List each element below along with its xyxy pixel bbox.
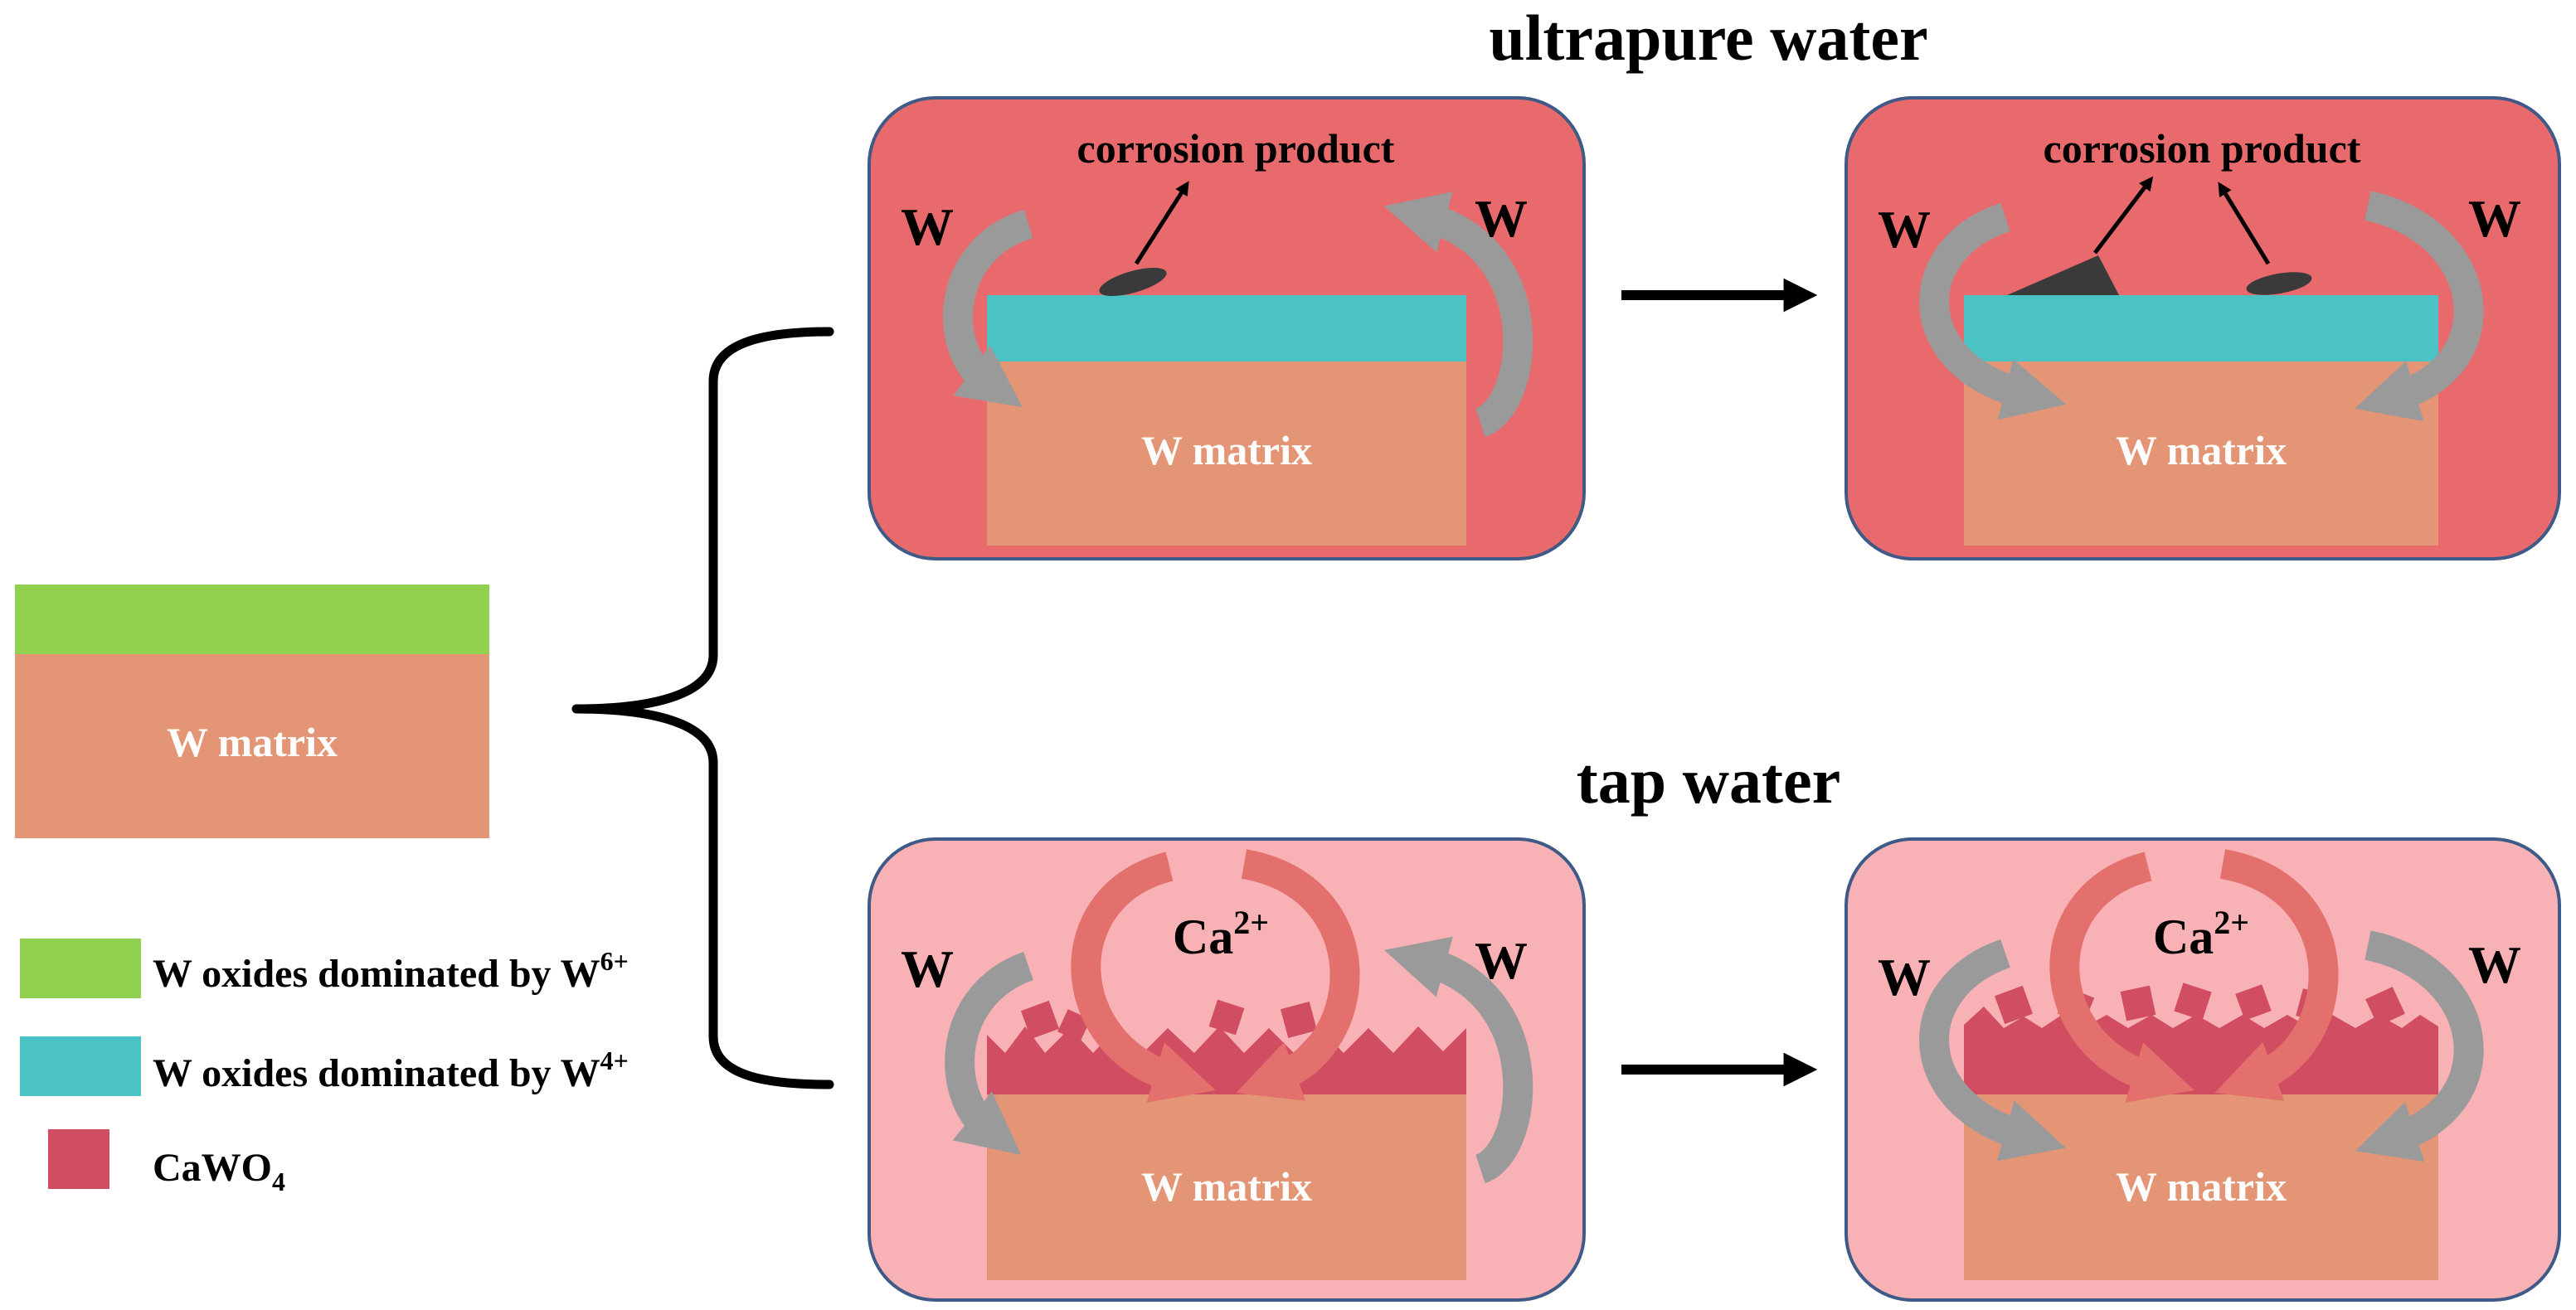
branch-bracket-icon xyxy=(571,327,834,1089)
legend-cawo4-base: CaWO xyxy=(153,1146,272,1190)
legend-item-w6-oxide: W oxides dominated by W6+ xyxy=(20,939,629,998)
tap-panel-1-ca-label: Ca2+ xyxy=(1173,904,1269,964)
tap-panel-2-cawo4-crystal-7 xyxy=(2365,987,2405,1026)
legend-w4-oxide-label: W oxides dominated by W4+ xyxy=(153,1046,629,1095)
tap-panel-1-right-w-arrow-icon xyxy=(1384,936,1533,1184)
tap-water-title: tap water xyxy=(1577,745,1840,817)
tap-panel-2-ca-right-arrow-icon xyxy=(2214,849,2339,1101)
tap-panel-2-right-w-arrow-icon xyxy=(2355,930,2484,1162)
tap-panel-1-ca-base: Ca xyxy=(1173,910,1233,964)
tap-panel-2-left-w-arrow-icon xyxy=(1919,939,2066,1162)
tap-panel-2-cawo4-crystal-3 xyxy=(2120,985,2156,1021)
legend-w6-oxide-charge: 6+ xyxy=(600,946,629,976)
ultrapure-panel-2-w-matrix-label: W matrix xyxy=(2116,427,2287,473)
legend-w6-oxide-swatch xyxy=(20,939,141,998)
ultrapure-panel-1-right-w-label: W xyxy=(1475,189,1528,248)
tap-panel-2-cawo4-crystal-5 xyxy=(2235,984,2272,1021)
tap-panel-1-ca-left-arrow-icon xyxy=(1071,852,1216,1103)
tap-panel-2-right-w-label: W xyxy=(2468,935,2521,994)
tap-panel-2-cawo4-crystal-4 xyxy=(2174,982,2212,1021)
tap-panel-1-w-matrix-label: W matrix xyxy=(1141,1163,1312,1210)
tap-panel-2-left-w-label: W xyxy=(1878,948,1931,1007)
ultrapure-panel-2-product-arrow-left-icon xyxy=(2093,176,2154,255)
ultrapure-panel-2-product-arrow-right-icon xyxy=(2218,182,2271,265)
ultrapure-panel-2-right-w-label: W xyxy=(2468,189,2521,248)
tap-panel-1-cawo4-crystal-1 xyxy=(1020,1000,1060,1040)
tap-panel-1-ca-right-arrow-icon xyxy=(1236,849,1360,1101)
ultrapure-panel-2-right-w-arrow-icon xyxy=(2355,191,2484,421)
ultrapure-panel-2-corrosion-product-large xyxy=(2007,255,2119,295)
ultrapure-panel-1-left-w-arrow-icon xyxy=(943,209,1033,408)
legend-cawo4-subscript: 4 xyxy=(272,1167,285,1196)
legend-cawo4-swatch xyxy=(48,1129,109,1189)
ultrapure-panel-1-w4-oxide-layer xyxy=(987,295,1466,361)
legend-w4-oxide-base: W oxides dominated by W xyxy=(153,1051,600,1095)
ultrapure-panel-2-w4-oxide-layer xyxy=(1964,295,2438,361)
ultrapure-panel-2-corrosion-product-small xyxy=(2246,272,2312,295)
tap-panel-1-cawo4-crystal-4 xyxy=(1280,1001,1318,1039)
legend-cawo4-label: CaWO4 xyxy=(153,1146,285,1196)
tap-panel-1-left-w-arrow-icon xyxy=(945,952,1034,1156)
ultrapure-panel-2: W matrix corrosion product W W xyxy=(1845,96,2561,560)
initial-sample: W matrix xyxy=(15,585,489,838)
ultrapure-panel-1-corrosion-product-label: corrosion product xyxy=(1077,125,1395,172)
legend: W oxides dominated by W6+ W oxides domin… xyxy=(20,939,629,1196)
ultrapure-panel-1: W matrix corrosion product W W xyxy=(868,96,1586,560)
tap-panel-1-right-w-label: W xyxy=(1475,931,1528,990)
ultrapure-panel-2-corrosion-product-label: corrosion product xyxy=(2044,125,2361,172)
tap-panel-2: W matrix W W Ca2+ xyxy=(1845,837,2561,1302)
ultrapure-panel-2-left-w-label: W xyxy=(1878,200,1931,259)
legend-w6-oxide-label: W oxides dominated by W6+ xyxy=(153,946,629,996)
ultrapure-panel-1-left-w-label: W xyxy=(901,197,954,256)
legend-w4-oxide-swatch xyxy=(20,1036,141,1096)
legend-w4-oxide-charge: 4+ xyxy=(600,1046,629,1075)
tap-panel-1-w-matrix xyxy=(987,1094,1466,1280)
tap-panel-2-cawo4-crystal-1 xyxy=(1994,985,2034,1025)
legend-item-w4-oxide: W oxides dominated by W4+ xyxy=(20,1036,629,1096)
tap-panel-2-ca-label: Ca2+ xyxy=(2153,904,2249,964)
ultrapure-panel-1-corrosion-product xyxy=(1099,267,1167,297)
tap-panel-2-ca-charge: 2+ xyxy=(2214,904,2249,941)
initial-w-matrix-label: W matrix xyxy=(167,719,338,765)
tap-panel-2-ca-left-arrow-icon xyxy=(2049,852,2194,1103)
initial-w-matrix xyxy=(15,654,489,838)
legend-w6-oxide-base: W oxides dominated by W xyxy=(153,952,600,996)
tap-panel-1-left-w-label: W xyxy=(901,939,954,998)
ultrapure-panel-1-right-w-arrow-icon xyxy=(1383,192,1533,438)
ultrapure-panel-1-w-matrix-label: W matrix xyxy=(1141,427,1312,473)
tap-panel-1-ca-charge: 2+ xyxy=(1233,904,1269,941)
tap-panel-1-cawo4-crystal-3 xyxy=(1208,999,1245,1036)
ultrapure-panel-1-product-arrow-icon xyxy=(1134,181,1189,265)
ultrapure-panel-1-w-matrix xyxy=(987,360,1466,546)
tap-panel-1: W matrix W W Ca2+ xyxy=(868,837,1586,1302)
tap-panel-2-ca-base: Ca xyxy=(2153,910,2214,964)
tap-panel-2-w-matrix-label: W matrix xyxy=(2116,1163,2287,1210)
ultrapure-water-title: ultrapure water xyxy=(1489,2,1927,74)
ultrapure-panel-2-left-w-arrow-icon xyxy=(1919,202,2067,420)
legend-item-cawo4: CaWO4 xyxy=(48,1129,285,1196)
initial-w6-oxide-layer xyxy=(15,585,489,654)
